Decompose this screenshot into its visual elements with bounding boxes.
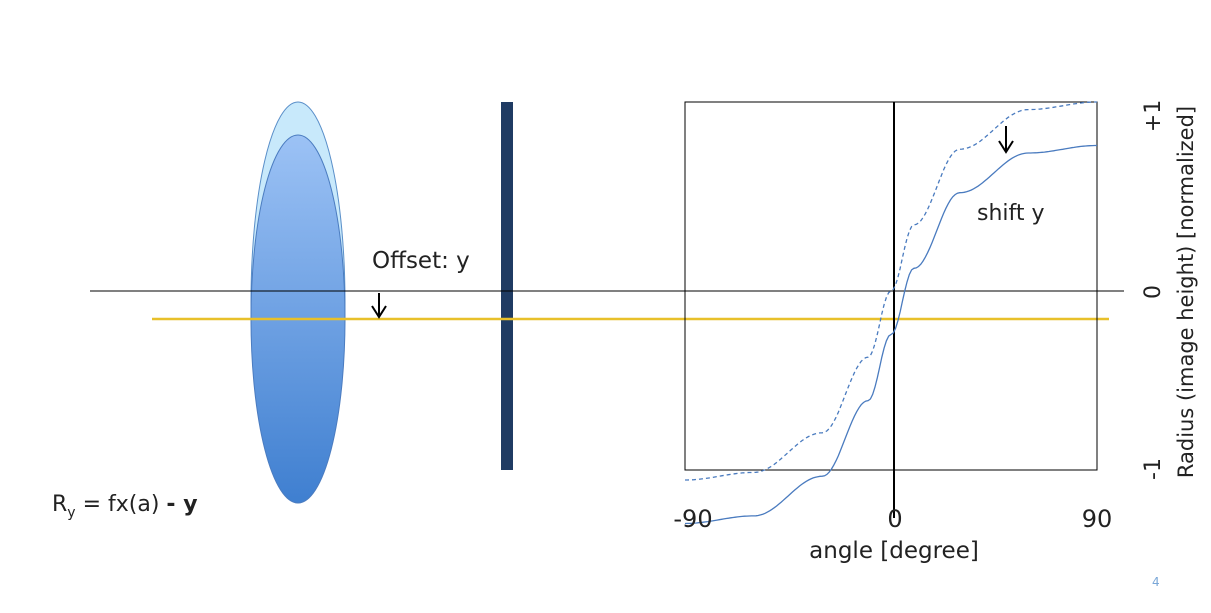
y-tick-label: 0 bbox=[1141, 285, 1166, 299]
curves-group bbox=[684, 101, 1097, 525]
sensor-bar bbox=[501, 102, 513, 470]
slide-number: 4 bbox=[1152, 575, 1160, 589]
plot-frame bbox=[684, 101, 1098, 471]
y-tick-label: +1 bbox=[1141, 100, 1166, 132]
x-tick-label: -90 bbox=[673, 505, 712, 533]
x-tick-label: 90 bbox=[1082, 505, 1113, 533]
shift-label: shift y bbox=[977, 201, 1045, 226]
curve-original-dashed bbox=[685, 101, 1097, 481]
formula-y: y bbox=[183, 492, 197, 517]
offset-label: Offset: y bbox=[372, 248, 470, 274]
shift-arrow bbox=[998, 126, 1014, 154]
formula-minus: - bbox=[166, 492, 183, 517]
x-tick-label: 0 bbox=[887, 505, 902, 533]
y-tick-label: -1 bbox=[1141, 458, 1166, 480]
formula-subscript: y bbox=[67, 505, 75, 521]
x-axis-label: angle [degree] bbox=[809, 538, 979, 564]
formula-body: = fx(a) bbox=[76, 492, 167, 517]
curve-shifted-solid bbox=[684, 144, 1097, 525]
offset-arrow bbox=[371, 293, 387, 319]
formula: Ry = fx(a) - y bbox=[52, 492, 198, 521]
y-axis-label: Radius (image height) [normalized] bbox=[1174, 106, 1198, 478]
formula-r: R bbox=[52, 492, 67, 517]
